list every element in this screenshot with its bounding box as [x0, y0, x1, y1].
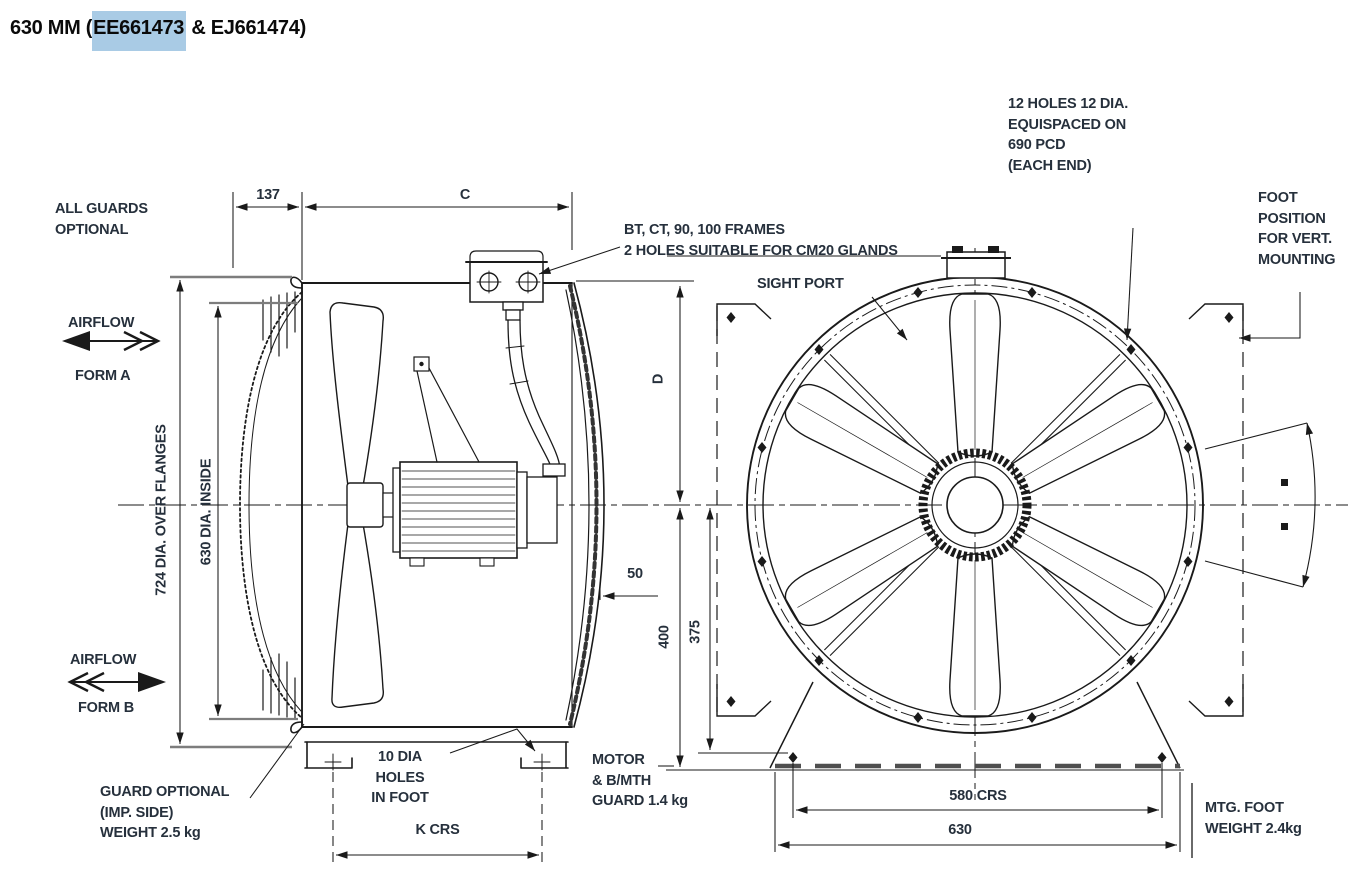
dim-k-crs: K CRS: [415, 822, 460, 838]
conduit: [502, 301, 566, 477]
title-highlighted-text: EE661473: [92, 11, 187, 51]
form-a-label: FORM A: [75, 368, 131, 384]
flange-bolt-holes: [757, 287, 1193, 723]
dim-630: 630: [948, 822, 972, 838]
dia-inside-label: 630 DIA. INSIDE: [198, 458, 215, 566]
side-view-dimensions: [170, 192, 941, 862]
inlet-guard: [239, 291, 303, 719]
title-pre: 630 MM (: [10, 17, 93, 39]
form-b-label: FORM B: [78, 700, 134, 716]
motor: [392, 461, 558, 567]
dim-400: 400: [656, 625, 673, 649]
title-post: & EJ661474): [186, 17, 306, 39]
flange-holes-note: 12 HOLES 12 DIA. EQUISPACED ON 690 PCD (…: [1008, 96, 1129, 174]
side-view: [239, 250, 605, 771]
dia-over-flanges-label: 724 DIA. OVER FLANGES: [153, 424, 170, 596]
dim-580-crs: 580 CRS: [949, 788, 1007, 804]
dim-137: 137: [256, 187, 280, 203]
airflow-arrow-form-a: [62, 330, 161, 352]
impeller-front: [784, 293, 1166, 717]
dim-c: C: [459, 187, 471, 203]
dim-d: D: [650, 373, 667, 385]
front-view: [666, 246, 1316, 800]
airflow-form-b-label: AIRFLOW: [70, 652, 137, 668]
airflow-arrow-form-b: [67, 671, 166, 693]
guard-optional-note: GUARD OPTIONAL (IMP. SIDE) WEIGHT 2.5 kg: [100, 784, 230, 842]
terminal-box-front: [941, 246, 1011, 279]
mounting-foot-front: [666, 681, 1184, 771]
vertical-mount-foot-positions: [716, 303, 1244, 717]
front-view-dimensions: [774, 227, 1301, 858]
angular-dimension: [1204, 422, 1316, 588]
all-guards-note: ALL GUARDS OPTIONAL: [55, 201, 148, 238]
motor-hub: [918, 448, 1032, 562]
mounting-foot-side: [304, 741, 569, 771]
sight-port-label: SIGHT PORT: [757, 276, 844, 292]
foot-position-note: FOOT POSITION FOR VERT. MOUNTING: [1258, 190, 1336, 268]
dim-375: 375: [687, 620, 704, 644]
frames-glands-note: BT, CT, 90, 100 FRAMES 2 HOLES SUITABLE …: [624, 222, 898, 259]
mtg-foot-note: MTG. FOOT WEIGHT 2.4kg: [1205, 800, 1302, 837]
airflow-form-a-label: AIRFLOW: [68, 315, 135, 331]
motor-guard-note: MOTOR & B/MTH GUARD 1.4 kg: [592, 752, 688, 810]
impeller-blade-upper: [329, 302, 384, 495]
page-title: 630 MM (EE661473 & EJ661474): [10, 11, 306, 51]
terminal-box-side: [465, 250, 548, 303]
dim-50: 50: [627, 566, 643, 582]
impeller-blade-lower: [331, 515, 384, 708]
holes-in-foot-note: 10 DIA HOLES IN FOOT: [371, 749, 429, 807]
